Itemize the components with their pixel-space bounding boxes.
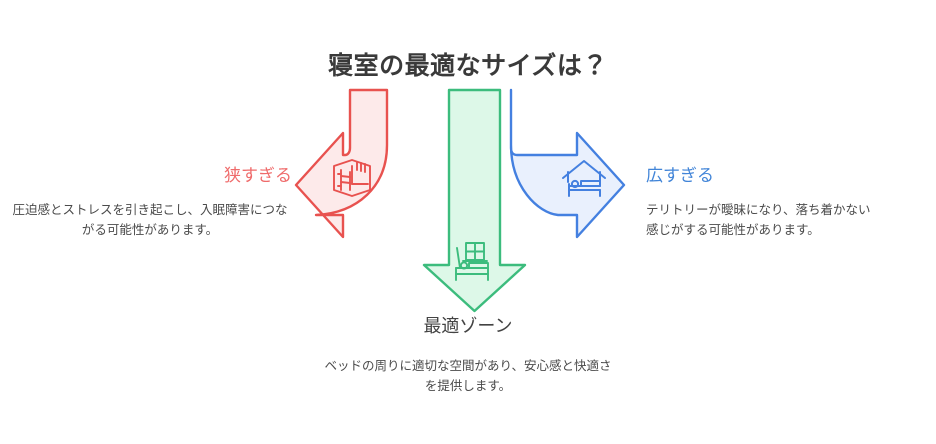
page-title: 寝室の最適なサイズは？ (328, 52, 608, 80)
optimal-label: 最適ゾーン (423, 316, 513, 336)
optimal-arrow-group (422, 88, 527, 313)
wide-arrow-group (509, 88, 626, 239)
bed-with-window-icon (455, 242, 489, 281)
wide-label: 広すぎる (646, 166, 714, 185)
curved-arrow-right-shape (509, 88, 626, 239)
optimal-description: ベッドの周りに適切な空間があり、安心感と快適さを提供します。 (324, 359, 612, 394)
cramped-box-bed-icon (333, 159, 371, 197)
house-with-bed-icon (562, 160, 606, 197)
narrow-label: 狭すぎる (224, 166, 292, 185)
straight-arrow-down-shape (422, 88, 527, 313)
wide-description: テリトリーが曖昧になり、落ち着かない感じがする可能性があります。 (646, 203, 871, 238)
narrow-arrow-group (294, 88, 389, 239)
narrow-description: 圧迫感とストレスを引き起こし、入眠障害につながる可能性があります。 (12, 203, 288, 238)
